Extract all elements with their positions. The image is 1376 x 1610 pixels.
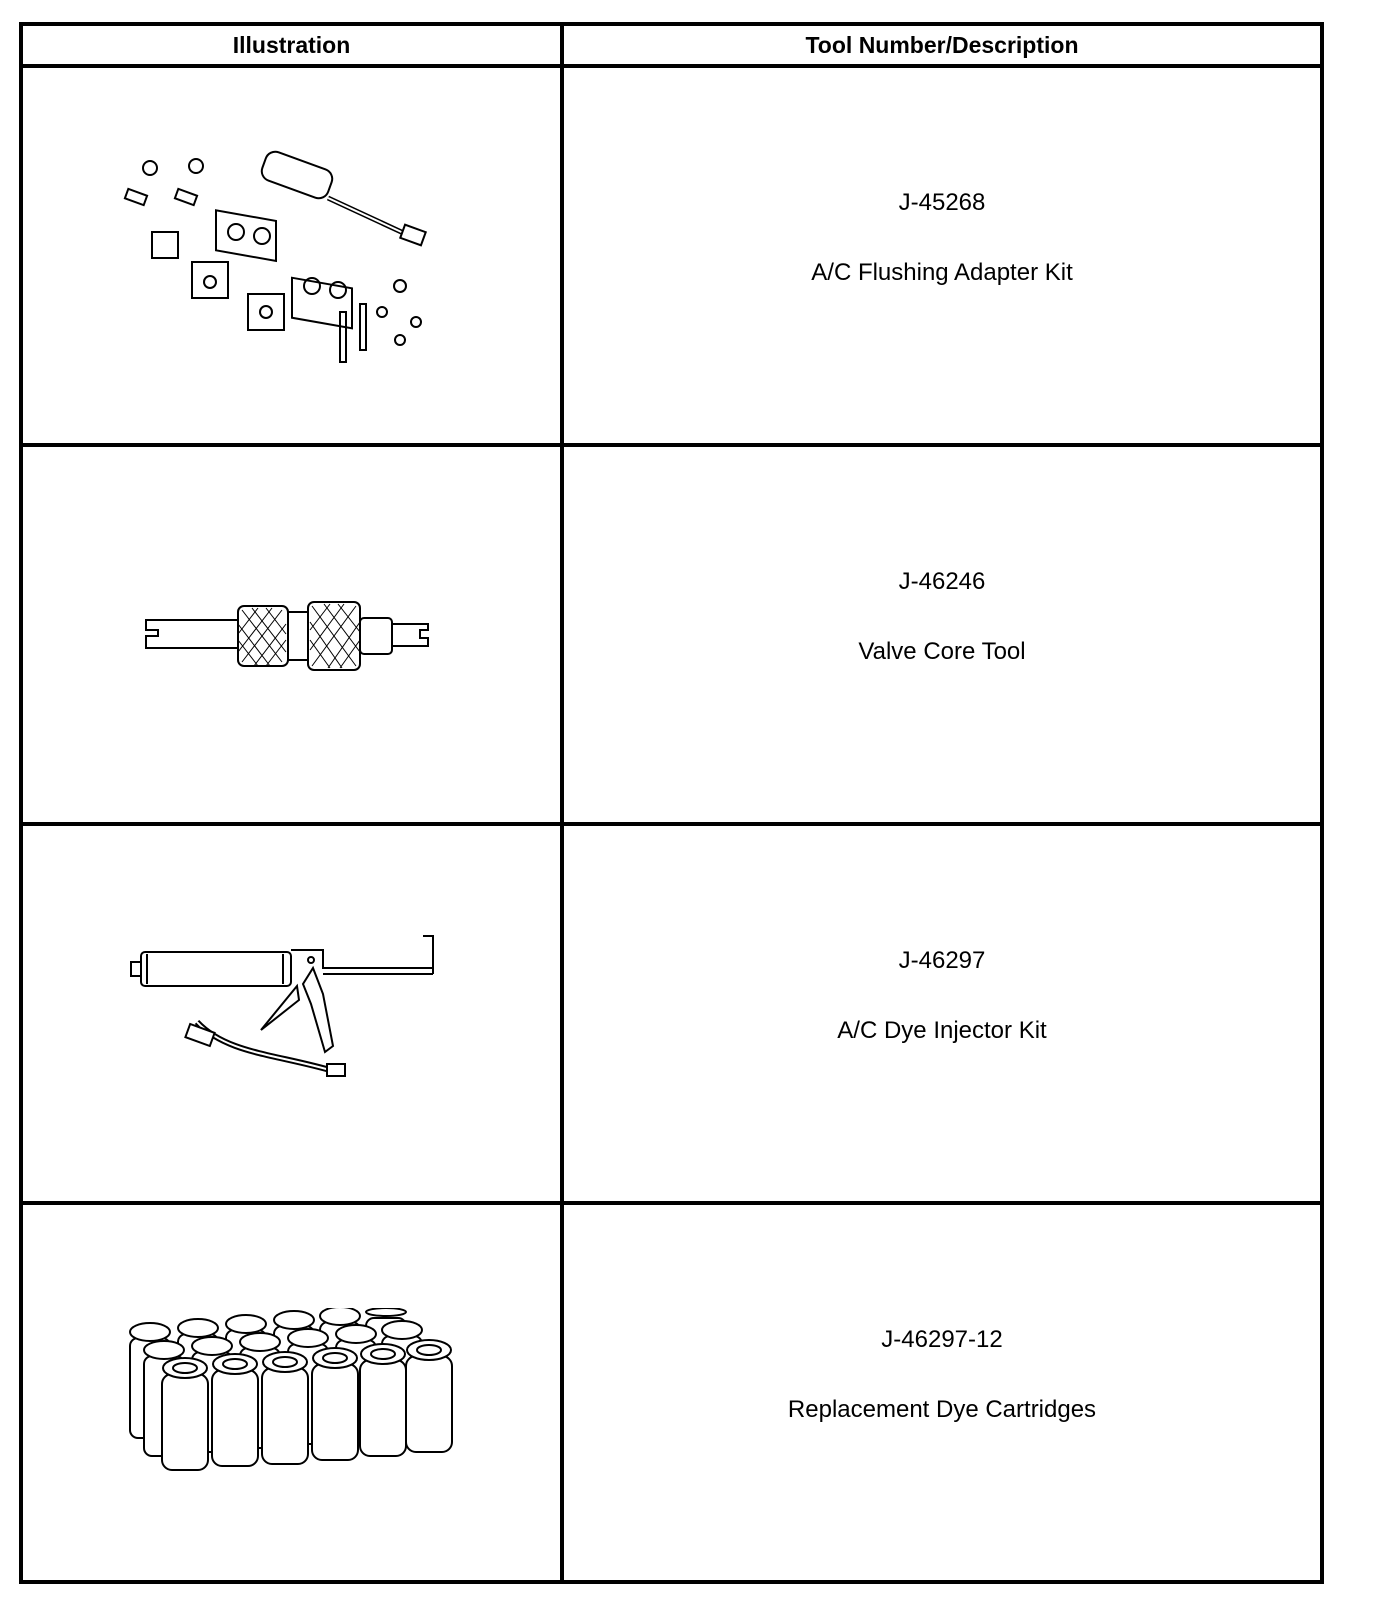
header-tool-number-description: Tool Number/Description: [560, 22, 1324, 68]
tool-description-cell: J-46297 A/C Dye Injector Kit: [560, 822, 1324, 1205]
dye-cartridges-icon: [128, 1307, 453, 1471]
table-row: J-45268 A/C Flushing Adapter Kit: [19, 64, 1324, 447]
illustration-cell: [19, 822, 564, 1205]
tool-description: Valve Core Tool: [858, 637, 1026, 665]
flushing-adapter-kit-icon: [123, 150, 427, 363]
special-tools-table: Illustration Tool Number/Description: [19, 22, 1324, 1584]
table-row: J-46246 Valve Core Tool: [19, 443, 1324, 826]
illustration-cell: [19, 443, 564, 826]
tool-description-cell: J-46297-12 Replacement Dye Cartridges: [560, 1201, 1324, 1584]
tool-number: J-46246: [898, 567, 986, 595]
table-row: J-46297 A/C Dye Injector Kit: [19, 822, 1324, 1205]
illustration-cell: [19, 1201, 564, 1584]
table-row: J-46297-12 Replacement Dye Cartridges: [19, 1201, 1324, 1584]
tool-description: A/C Flushing Adapter Kit: [811, 258, 1073, 286]
dye-injector-kit-icon: [129, 934, 434, 1077]
valve-core-tool-icon: [144, 600, 429, 671]
tool-description-cell: J-45268 A/C Flushing Adapter Kit: [560, 64, 1324, 447]
table-header-row: Illustration Tool Number/Description: [19, 22, 1324, 68]
header-illustration: Illustration: [19, 22, 564, 68]
tool-description-cell: J-46246 Valve Core Tool: [560, 443, 1324, 826]
tool-description: A/C Dye Injector Kit: [837, 1016, 1047, 1044]
tool-number: J-46297: [898, 946, 986, 974]
tool-number: J-46297-12: [881, 1325, 1003, 1353]
illustration-cell: [19, 64, 564, 447]
tool-description: Replacement Dye Cartridges: [787, 1395, 1097, 1423]
tool-number: J-45268: [898, 188, 986, 216]
